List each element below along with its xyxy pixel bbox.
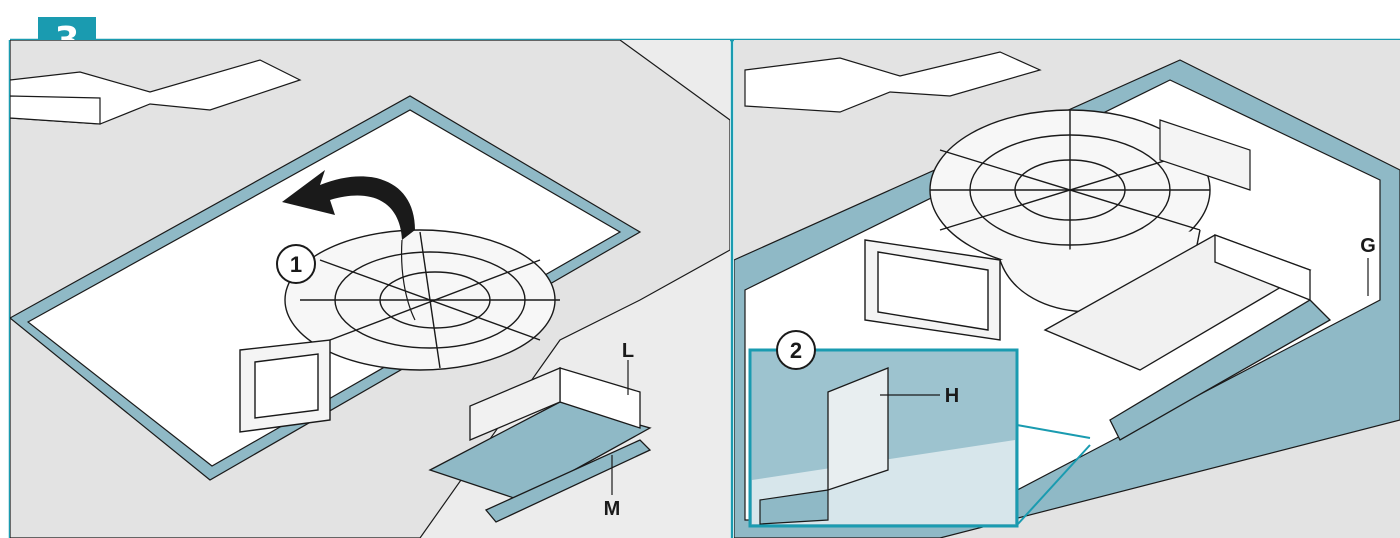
wall-block (10, 59, 302, 125)
duct-outlet (239, 339, 331, 433)
detail-inset (748, 348, 1019, 528)
bracket-assembly-right (1043, 234, 1332, 441)
right-panel (734, 40, 1400, 538)
duct-outlet-right (864, 239, 1001, 341)
callout-2-circle (776, 330, 816, 370)
left-panel (10, 40, 730, 538)
callout-G-label: G (1360, 235, 1376, 257)
callout-L-label: L (622, 340, 634, 362)
wall-block-right (744, 51, 1042, 113)
callout-H-label: H (945, 385, 959, 407)
bracket-assembly (428, 367, 652, 523)
callout-1-circle (276, 244, 316, 284)
tab-H (827, 367, 889, 491)
callout-M-label: M (604, 498, 621, 520)
rotation-arrow (282, 170, 415, 240)
fan-unit (284, 229, 560, 371)
callout-1-label: 1 (290, 252, 302, 277)
callout-2-label: 2 (790, 338, 802, 363)
control-box (1159, 119, 1251, 191)
